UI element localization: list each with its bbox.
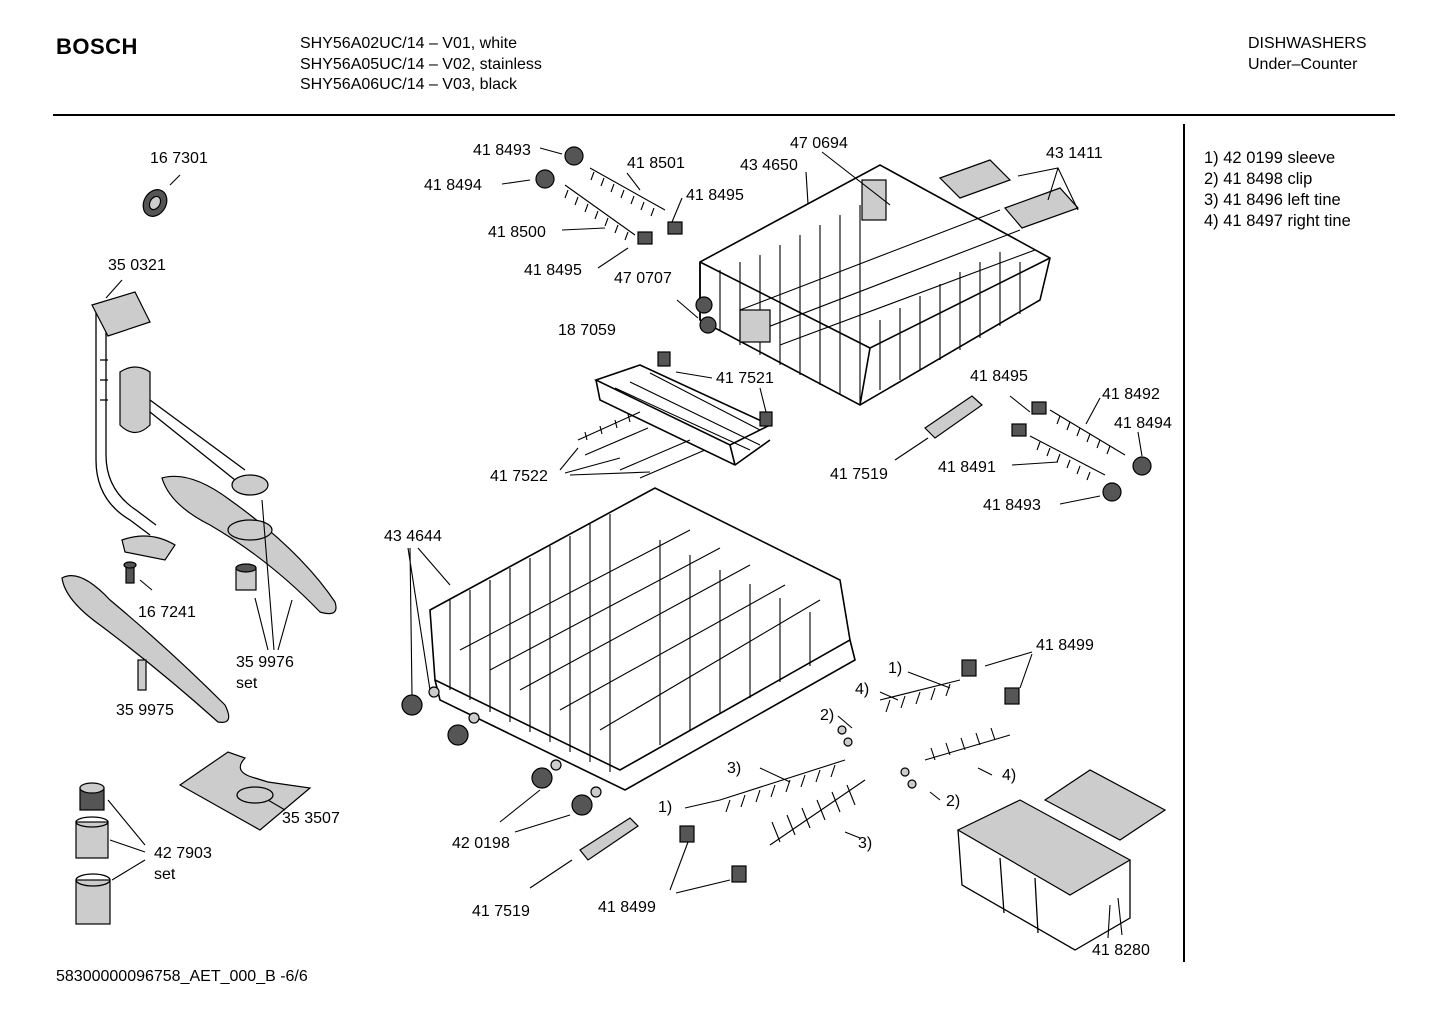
screw <box>123 561 137 584</box>
part-label: 41 8494 <box>1114 415 1172 432</box>
upper-rack <box>699 164 1051 406</box>
cutlery-basket <box>956 769 1167 951</box>
part-label: 41 7519 <box>472 903 530 920</box>
cup-shelf <box>938 159 1080 229</box>
spray-arm-hub <box>235 563 257 591</box>
callout-label: 3) <box>858 835 872 852</box>
category-subtitle: Under–Counter <box>1248 55 1358 73</box>
part-label: 18 7059 <box>558 322 616 339</box>
part-label: 42 7903 <box>154 845 212 862</box>
part-label: 41 8491 <box>938 459 996 476</box>
legend: 1) 42 0199 sleeve 2) 41 8498 clip 3) 41 … <box>1204 148 1351 232</box>
spray-arm-cap <box>142 189 168 217</box>
lower-spray-arm <box>61 575 230 723</box>
part-label: set <box>236 675 258 692</box>
upper-spray-arm <box>161 475 337 615</box>
legend-divider <box>1183 124 1185 962</box>
lower-rack-wheels <box>401 686 602 816</box>
part-label: 47 0707 <box>614 270 672 287</box>
part-label: 43 4644 <box>384 528 442 545</box>
header-divider <box>53 114 1395 116</box>
legend-item: 2) 41 8498 clip <box>1204 170 1313 188</box>
filter-assembly <box>75 782 111 925</box>
callout-label: 3) <box>727 760 741 777</box>
model-line: SHY56A06UC/14 – V03, black <box>300 76 518 93</box>
upper-tine-row-right <box>1011 401 1152 502</box>
callout-label: 4) <box>1002 767 1016 784</box>
legend-item: 3) 41 8496 left tine <box>1204 191 1341 209</box>
callout-label: 1) <box>888 660 902 677</box>
callout-label: 4) <box>855 681 869 698</box>
part-label: 41 8492 <box>1102 386 1160 403</box>
callout-label: 2) <box>946 793 960 810</box>
part-label: 41 8499 <box>598 899 656 916</box>
part-label: 41 8495 <box>524 262 582 279</box>
part-label: 41 8501 <box>627 155 685 172</box>
part-label: 35 3507 <box>282 810 340 827</box>
part-label: 35 9976 <box>236 654 294 671</box>
part-label: 41 7522 <box>490 468 548 485</box>
tine-clips <box>679 659 1020 883</box>
callout-label: 2) <box>820 707 834 724</box>
legend-item: 4) 41 8497 right tine <box>1204 212 1351 230</box>
document-code: 58300000096758_AET_000_B -6/6 <box>56 968 308 985</box>
legend-item: 1) 42 0199 sleeve <box>1204 149 1336 167</box>
part-label: 35 0321 <box>108 257 166 274</box>
part-label: 42 0198 <box>452 835 510 852</box>
cutlery-shelf <box>593 351 773 466</box>
part-label: 41 7519 <box>830 466 888 483</box>
callout-label: 1) <box>658 799 672 816</box>
part-label: 43 4650 <box>740 157 798 174</box>
model-line: SHY56A05UC/14 – V02, stainless <box>300 55 542 73</box>
part-label: 41 8495 <box>970 368 1028 385</box>
lower-rack <box>429 487 856 791</box>
part-label: 41 8493 <box>473 142 531 159</box>
rack-handle <box>924 395 983 439</box>
tine-strips <box>577 411 706 479</box>
part-label: 47 0694 <box>790 135 848 152</box>
part-label: 16 7241 <box>138 604 196 621</box>
part-label: 41 8499 <box>1036 637 1094 654</box>
category: DISHWASHERS Under–Counter <box>1248 34 1367 75</box>
part-label: set <box>154 866 176 883</box>
part-label: 41 8280 <box>1092 942 1150 959</box>
lower-rack-handle <box>579 817 639 861</box>
upper-tine-row-left <box>535 146 683 245</box>
part-label: 41 8500 <box>488 224 546 241</box>
brand-logo: BOSCH <box>56 34 138 59</box>
part-label: 35 9975 <box>116 702 174 719</box>
folding-tines <box>719 679 1011 846</box>
sump-cover-plate <box>178 751 312 831</box>
part-label: 43 1411 <box>1046 145 1103 162</box>
part-label: 41 7521 <box>716 370 774 387</box>
part-label: 41 8494 <box>424 177 482 194</box>
category-title: DISHWASHERS <box>1248 35 1367 52</box>
model-line: SHY56A02UC/14 – V01, white <box>300 35 518 52</box>
part-label: 41 8493 <box>983 497 1041 514</box>
part-label: 41 8495 <box>686 187 744 204</box>
part-label: 16 7301 <box>150 150 208 167</box>
model-list: SHY56A02UC/14 – V01, white SHY56A05UC/14… <box>300 34 542 96</box>
rack-wheel <box>695 296 717 334</box>
water-supply-tube <box>91 291 269 561</box>
part-labels: 16 7301 35 0321 16 7241 35 9976 set 35 9… <box>108 135 1172 959</box>
